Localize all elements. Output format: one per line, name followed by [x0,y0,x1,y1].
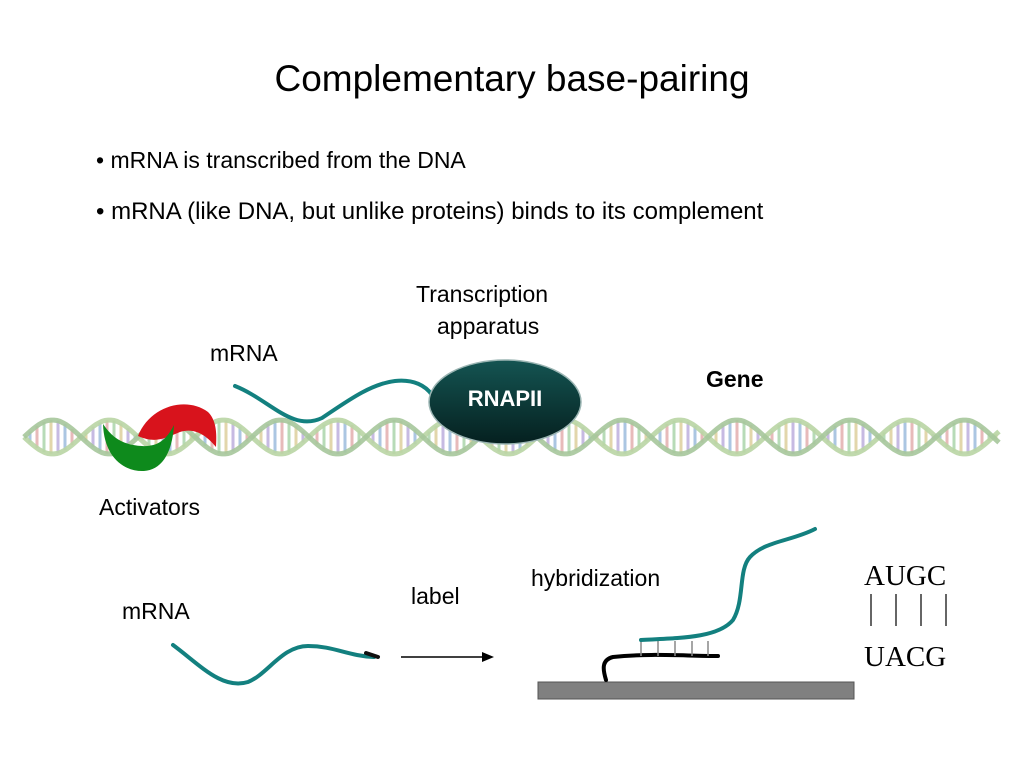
arrow-right-icon [401,652,494,662]
mrna-label-top: mRNA [210,340,278,366]
slide-title: Complementary base-pairing [274,58,750,99]
probe-strand [601,652,720,682]
bullet-transcribed: • mRNA is transcribed from the DNA [96,147,466,173]
mrna-strand-bottom [171,643,376,686]
hybridization-label: hybridization [531,565,661,591]
rna-polymerase-icon [428,359,582,445]
label-step-label: label [411,583,460,609]
transcription-label: Transcription [416,281,549,307]
activator-proteins-icon [103,404,217,472]
gene-label: Gene [706,366,764,392]
base-pair-bars [870,594,947,626]
activator-red-icon [138,404,217,447]
mrna-label-bottom: mRNA [122,598,190,624]
rnapii-label: RNAPII [467,386,543,411]
apparatus-label: apparatus [437,313,540,339]
activator-green-icon [103,424,174,472]
sequence-uacg: UACG [864,641,947,673]
bullet-binds-complement: • mRNA (like DNA, but unlike proteins) b… [96,198,764,225]
mrna-strand-top [233,378,434,424]
hybridized-mrna-strand [639,527,817,642]
chip-substrate [537,681,855,700]
label-tag [364,651,380,659]
activators-label: Activators [99,494,200,520]
hybridization-pairs [640,641,709,656]
sequence-augc: AUGC [864,560,947,592]
